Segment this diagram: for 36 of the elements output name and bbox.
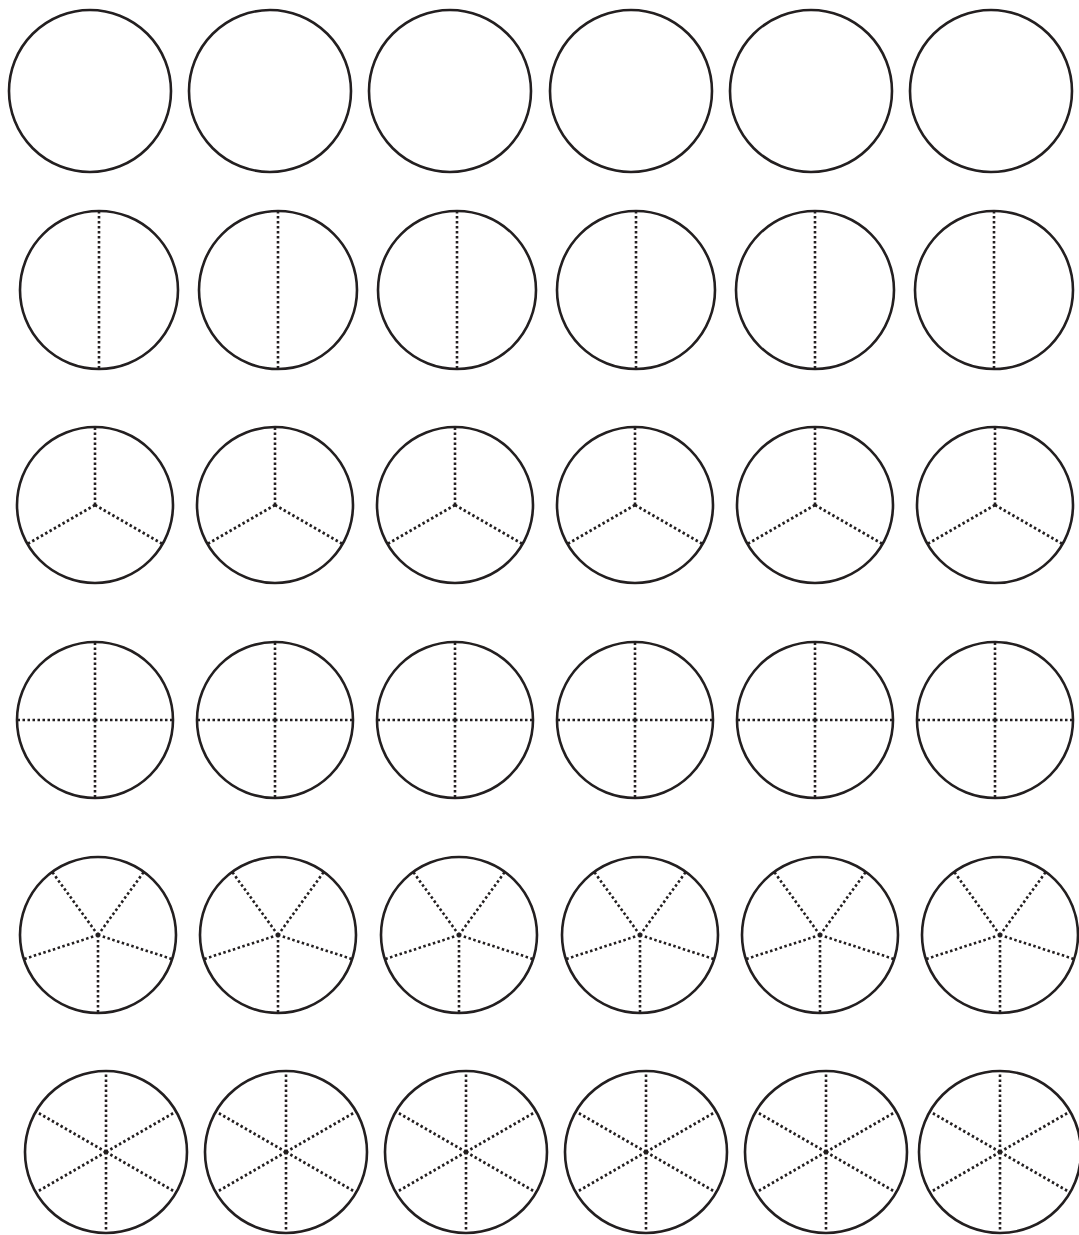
divided-circle-drawing <box>743 1069 909 1235</box>
circle <box>187 8 353 174</box>
divided-circle-drawing <box>15 640 175 800</box>
divided-circle-drawing <box>375 640 535 800</box>
circle <box>548 8 714 174</box>
divided-circle-drawing <box>915 640 1075 800</box>
divided-circle-drawing <box>198 855 358 1015</box>
divided-circle-drawing <box>555 640 715 800</box>
divided-circle-drawing <box>913 209 1075 371</box>
divided-circle-drawing <box>376 209 538 371</box>
divided-circle-drawing <box>379 855 539 1015</box>
divided-circle-drawing <box>917 1069 1079 1235</box>
divided-circle-drawing <box>203 1069 369 1235</box>
divided-circle-drawing <box>195 640 355 800</box>
circle <box>7 8 173 174</box>
divided-circle-drawing <box>555 425 715 585</box>
divided-circle-drawing <box>18 209 180 371</box>
divided-circle-drawing <box>15 425 175 585</box>
divided-circle-drawing <box>735 425 895 585</box>
divided-circle-drawing <box>23 1069 189 1235</box>
divided-circle-drawing <box>734 209 896 371</box>
circle <box>367 8 533 174</box>
circle <box>728 8 894 174</box>
divided-circle-drawing <box>560 855 720 1015</box>
divided-circle-drawing <box>383 1069 549 1235</box>
divided-circle-drawing <box>18 855 178 1015</box>
divided-circle-drawing <box>735 640 895 800</box>
divided-circle-drawing <box>195 425 355 585</box>
divided-circle-drawing <box>197 209 359 371</box>
divided-circle-drawing <box>740 855 900 1015</box>
circle <box>908 8 1074 174</box>
divided-circle-drawing <box>920 855 1079 1015</box>
divided-circle-drawing <box>375 425 535 585</box>
divided-circle-drawing <box>915 425 1075 585</box>
divided-circle-drawing <box>555 209 717 371</box>
divided-circle-drawing <box>563 1069 729 1235</box>
